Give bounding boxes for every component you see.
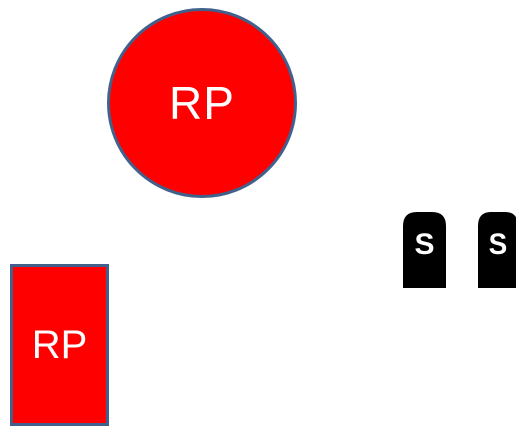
rp-circle: RP: [107, 8, 297, 198]
rp-rectangle: RP: [10, 264, 109, 426]
s-marker-letter: S: [489, 228, 508, 261]
rp-circle-label: RP: [169, 77, 235, 129]
s-marker-icon: S: [478, 212, 516, 288]
rp-rectangle-label: RP: [31, 322, 88, 367]
s-marker-letter: S: [414, 228, 434, 261]
s-marker-icon: S: [403, 212, 446, 288]
